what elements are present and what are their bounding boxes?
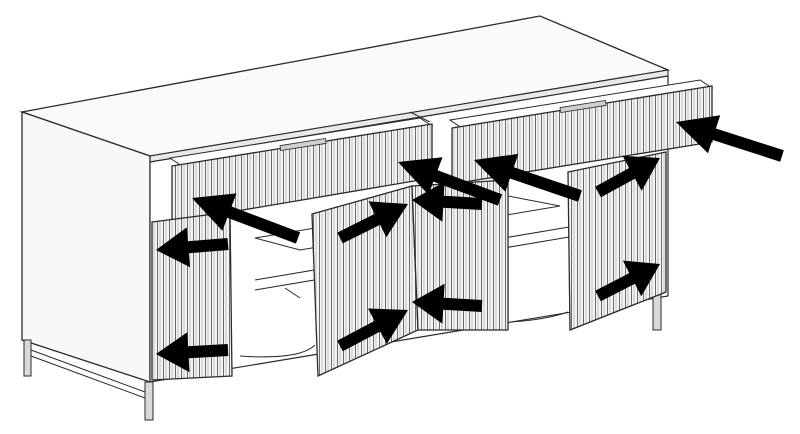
drawer-right [448,79,714,185]
leg-front-left [144,381,154,421]
drawer-left-handle [279,137,327,152]
interior-back-line [284,287,301,299]
door-2 [311,185,419,377]
drawer-right-handle [559,99,607,114]
cabinet-bottom-edge-right [509,311,569,323]
arrow-door4-top-icon [595,155,660,198]
leg-rail-left [30,349,146,393]
arrow-door1-top-icon [156,227,229,268]
arrow-group [156,115,784,373]
arrow-drawer-right-2-icon [474,153,582,202]
leg-rail-left-2 [30,355,146,399]
drawer-right-front [451,85,713,185]
arrow-door4-bottom-icon [595,260,660,302]
arrow-drawer-right-icon [398,157,503,206]
arrow-door3-top-icon [412,283,483,324]
leg-front-right [652,293,662,331]
arrow-drawer-left-icon [192,193,301,244]
arrow-drawer-top-right-icon [676,115,784,162]
arrow-door3-bottom-icon [412,181,483,222]
leg-back-left [23,339,32,377]
arrow-door1-bottom-icon [156,332,229,373]
legs [23,293,662,421]
arrow-door2-top-icon [337,201,408,244]
cabinet-bottom-edge [239,344,316,358]
drawer-slot-divider [409,111,431,123]
cabinet-left-side [21,111,151,383]
arrow-door2-bottom-icon [337,308,408,352]
